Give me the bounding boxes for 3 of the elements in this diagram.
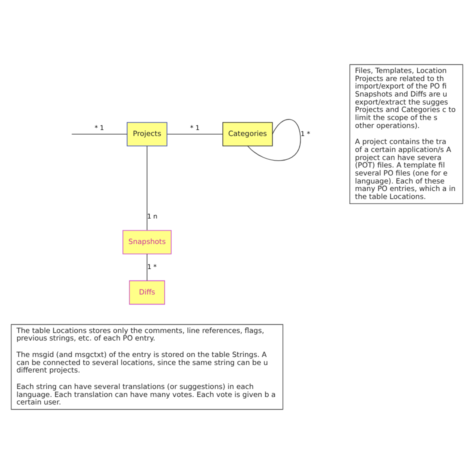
connector — [146, 254, 148, 281]
connector — [247, 119, 301, 161]
connector — [146, 146, 148, 230]
